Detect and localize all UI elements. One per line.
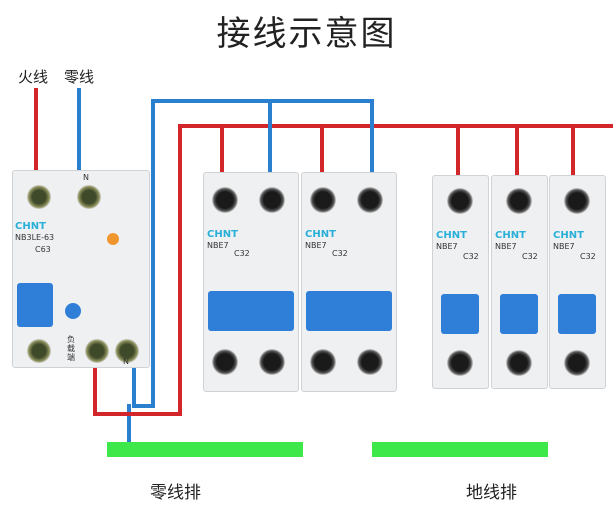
screw-icon — [212, 187, 238, 213]
screw-icon — [357, 349, 383, 375]
screw-icon — [212, 349, 238, 375]
screw-icon — [259, 349, 285, 375]
screw-icon — [259, 187, 285, 213]
screw-icon — [77, 185, 101, 209]
screw-icon — [115, 339, 139, 363]
screw-icon — [27, 185, 51, 209]
screw-icon — [85, 339, 109, 363]
brand-label: CHNT — [207, 229, 238, 240]
neutral-bar-wire — [127, 404, 131, 444]
neutral-riser-wire — [151, 99, 155, 407]
model-label: NBE7 — [495, 242, 517, 251]
model-label: NBE7 — [553, 242, 575, 251]
screw-icon — [564, 350, 590, 376]
breaker-1p-1[interactable]: CHNT NBE7 C32 — [432, 175, 489, 389]
load-side-label: 负载端 — [67, 335, 75, 362]
neutral-bar-label: 零线排 — [150, 483, 201, 503]
breaker-handle[interactable] — [558, 294, 596, 334]
breaker-handle[interactable] — [306, 291, 392, 331]
brand-label: CHNT — [15, 221, 46, 232]
neutral-wire-label: 零线 — [64, 68, 95, 86]
breaker-1p-2[interactable]: CHNT NBE7 C32 — [491, 175, 548, 389]
screw-icon — [506, 188, 532, 214]
rating-label: C32 — [522, 252, 538, 261]
rating-label: C32 — [332, 249, 348, 258]
screw-icon — [27, 339, 51, 363]
brand-label: CHNT — [305, 229, 336, 240]
neutral-out-wire — [132, 360, 136, 408]
rating-label: C32 — [234, 249, 250, 258]
model-label: NBE7 — [207, 241, 229, 250]
screw-icon — [310, 349, 336, 375]
neutral-drop-wire — [370, 99, 374, 180]
live-wire-label: 火线 — [18, 68, 49, 86]
rating-label: C63 — [35, 245, 51, 254]
screw-icon — [506, 350, 532, 376]
breaker-handle[interactable] — [208, 291, 294, 331]
ground-bar-label: 地线排 — [466, 483, 517, 503]
screw-icon — [447, 350, 473, 376]
live-out-wire — [93, 360, 97, 416]
brand-label: CHNT — [495, 230, 526, 241]
live-drop-wire — [320, 124, 324, 180]
breaker-handle[interactable] — [17, 283, 53, 327]
screw-icon — [564, 188, 590, 214]
terminal-n-label: N — [83, 173, 89, 182]
neutral-drop-wire — [268, 99, 272, 180]
neutral-input-wire — [77, 88, 81, 172]
live-drop-wire — [515, 124, 519, 180]
rating-label: C32 — [463, 252, 479, 261]
neutral-bus-wire — [151, 99, 374, 103]
breaker-handle[interactable] — [500, 294, 538, 334]
screw-icon — [310, 187, 336, 213]
neutral-bar — [107, 442, 303, 457]
screw-icon — [357, 187, 383, 213]
model-label: NB3LE-63 — [15, 233, 55, 242]
breaker-2p-1[interactable]: CHNT NBE7 C32 — [203, 172, 299, 392]
live-bus-wire — [178, 124, 613, 128]
model-label: NBE7 — [305, 241, 327, 250]
rating-label: C32 — [580, 252, 596, 261]
live-riser-wire — [178, 124, 182, 416]
terminal-n-label: N — [123, 357, 129, 366]
neutral-link-wire — [132, 404, 155, 408]
main-rcd-breaker[interactable]: N CHNT NB3LE-63 C63 负载端 N — [12, 170, 150, 368]
live-input-wire — [34, 88, 38, 172]
live-drop-wire — [571, 124, 575, 180]
breaker-1p-3[interactable]: CHNT NBE7 C32 — [549, 175, 606, 389]
live-link-wire — [93, 412, 182, 416]
test-indicator-icon — [107, 233, 119, 245]
brand-label: CHNT — [436, 230, 467, 241]
ground-bar — [372, 442, 548, 457]
screw-icon — [447, 188, 473, 214]
live-drop-wire — [456, 124, 460, 180]
live-drop-wire — [220, 124, 224, 180]
test-button[interactable] — [65, 303, 81, 319]
model-label: NBE7 — [436, 242, 458, 251]
diagram-title: 接线示意图 — [216, 14, 397, 54]
brand-label: CHNT — [553, 230, 584, 241]
breaker-handle[interactable] — [441, 294, 479, 334]
breaker-2p-2[interactable]: CHNT NBE7 C32 — [301, 172, 397, 392]
